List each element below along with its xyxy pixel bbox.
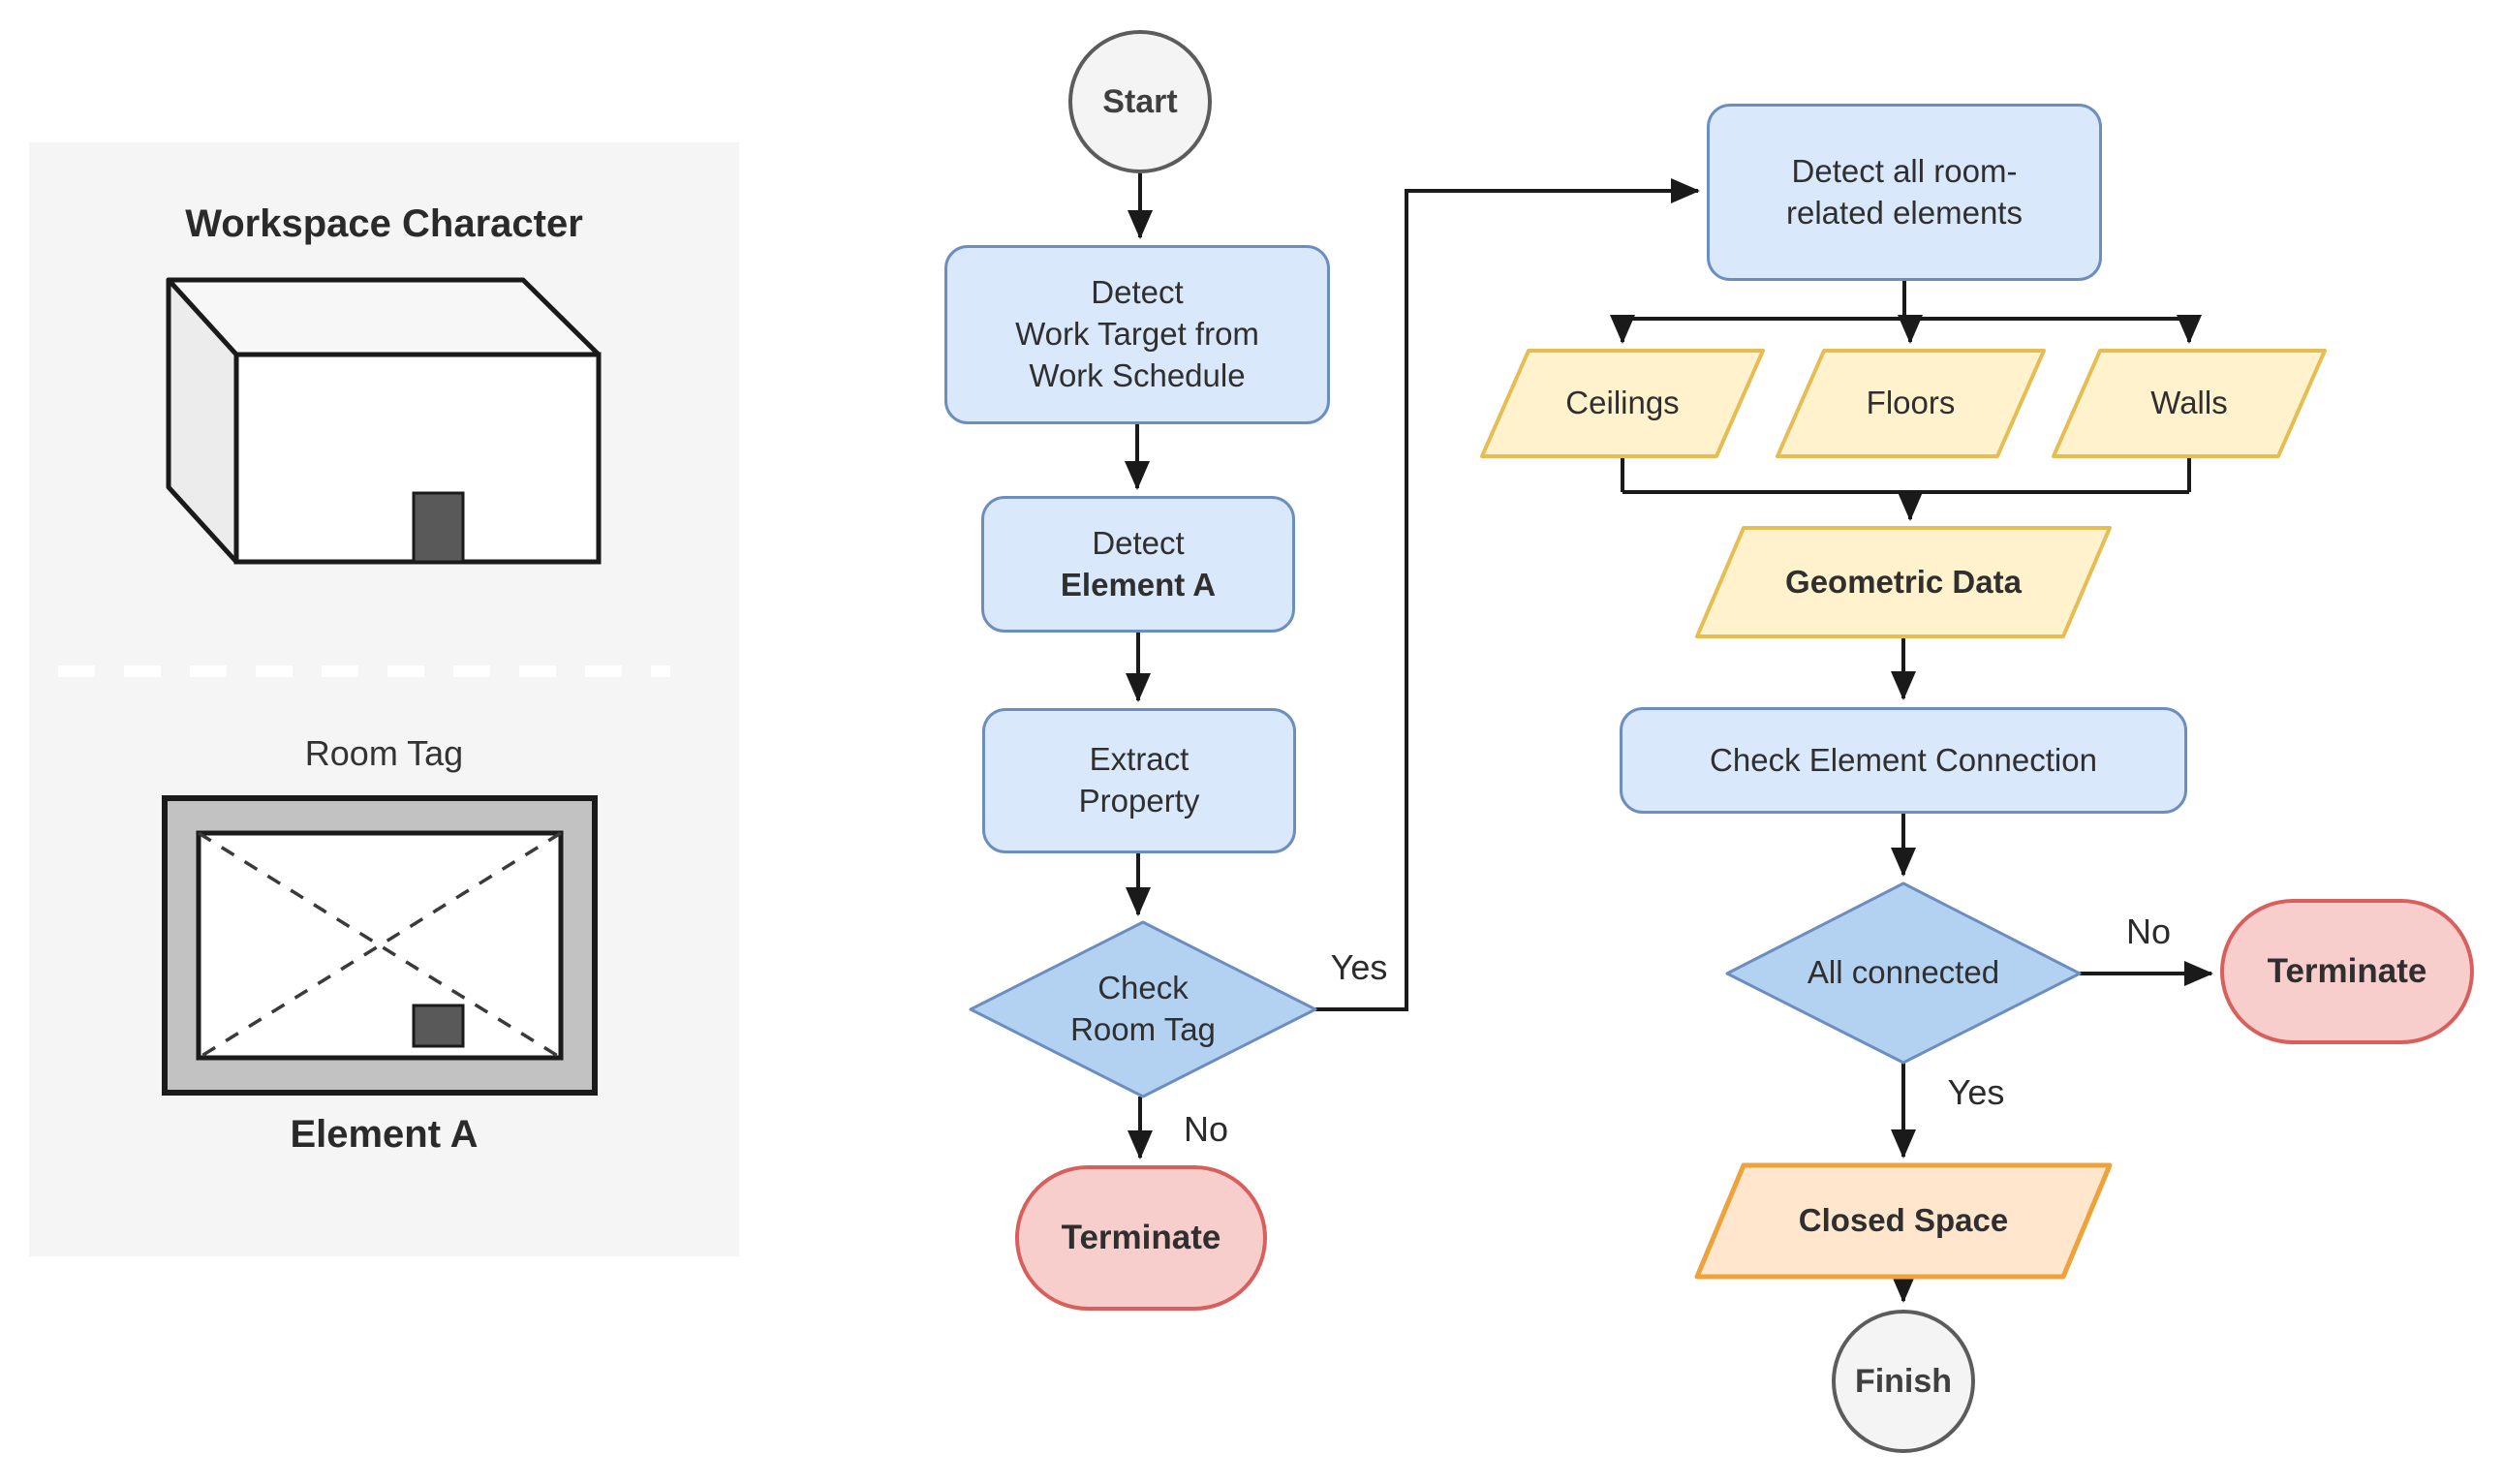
extract-property-label: Extract Property [1078, 741, 1200, 819]
legend-illustrations [58, 277, 670, 1096]
ceilings-data-shape [1480, 349, 1765, 458]
finish-terminal: Finish [1832, 1310, 1975, 1453]
all-connected-no-label: No [2125, 912, 2172, 951]
element-a-room-illustration [162, 795, 598, 1096]
check-room-tag-yes-label: Yes [1330, 947, 1388, 987]
detect-room-elements-process: Detect all room- related elements [1707, 104, 2102, 281]
detect-work-target-process: Detect Work Target from Work Schedule [944, 245, 1330, 424]
terminate-right-terminal: Terminate [2220, 899, 2474, 1044]
workspace-door-marker [412, 491, 465, 564]
detect-room-elements-label: Detect all room- related elements [1786, 152, 2023, 231]
walls-data-shape [2052, 349, 2327, 458]
start-terminal: Start [1068, 30, 1212, 173]
terminate-left-label: Terminate [1061, 1219, 1221, 1257]
detect-element-a-line1: Detect [1092, 524, 1185, 561]
detect-element-a-line2: Element A [1060, 566, 1217, 603]
check-element-connection-process: Check Element Connection [1620, 707, 2187, 814]
geometric-data-shape [1695, 526, 2112, 638]
check-element-connection-label: Check Element Connection [1710, 741, 2097, 778]
check-room-tag-decision-shape [969, 920, 1317, 1098]
legend-panel: Workspace Character Room Tag Element A [29, 142, 739, 1256]
workspace-3d-box-illustration [166, 277, 602, 565]
terminate-right-label: Terminate [2267, 952, 2427, 991]
closed-space-shape [1694, 1162, 2113, 1280]
extract-property-process: Extract Property [982, 708, 1296, 853]
finish-label: Finish [1854, 1362, 1953, 1400]
floors-data-shape [1776, 349, 2046, 458]
check-room-tag-no-label: No [1183, 1109, 1229, 1149]
detect-work-target-label: Detect Work Target from Work Schedule [1015, 274, 1259, 393]
all-connected-yes-label: Yes [1947, 1072, 2005, 1112]
edge-check-room-tag-yes-to-detect-room-elements [1315, 178, 1700, 1011]
all-connected-decision-shape [1725, 881, 2082, 1065]
room-door-marker [412, 1004, 465, 1048]
room-tag-label: Room Tag [304, 733, 464, 773]
start-label: Start [1102, 82, 1178, 120]
element-a-label: Element A [290, 1113, 479, 1156]
terminate-left-terminal: Terminate [1015, 1165, 1267, 1311]
detect-element-a-process: Detect Element A [981, 496, 1295, 633]
legend-title: Workspace Character [185, 202, 583, 245]
